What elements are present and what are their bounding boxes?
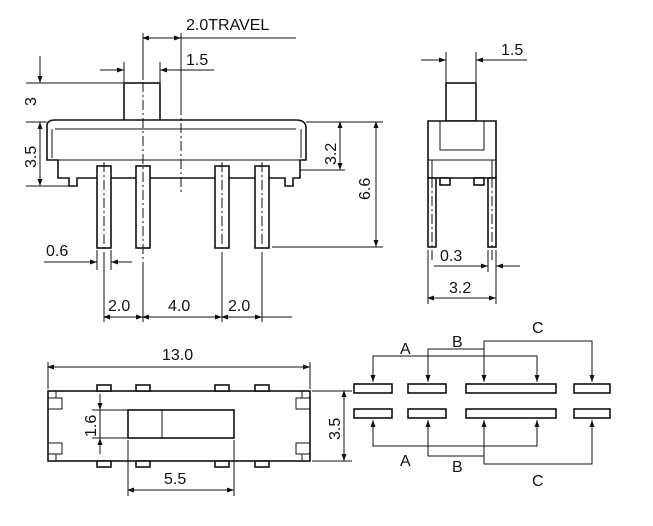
label-c-top: C <box>532 320 544 337</box>
side-actuator <box>445 82 477 122</box>
dim-actuator-width-front: 1.5 <box>186 52 208 69</box>
dim-pin-height: 3.2 <box>323 143 340 165</box>
circuit-diagram: A B C A B C <box>353 320 611 490</box>
label-c-bottom: C <box>532 473 544 490</box>
dim-pitch-left: 2.0 <box>108 298 130 315</box>
dim-total-height: 6.6 <box>357 178 374 200</box>
front-view: 2.0TRAVEL 1.5 3 3.5 3.2 6.6 0.6 <box>23 17 383 322</box>
dim-travel: 2.0TRAVEL <box>186 17 269 34</box>
front-actuator <box>123 82 161 125</box>
dim-actuator-window-length: 5.5 <box>164 471 186 488</box>
label-b-bottom: B <box>452 459 463 476</box>
pad-1-top <box>353 383 393 394</box>
pad-2-bottom <box>407 408 447 419</box>
side-view: 1.5 0.3 3.2 <box>421 42 527 304</box>
dim-length: 13.0 <box>162 347 193 364</box>
dim-actuator-height: 3 <box>23 97 40 106</box>
pad-4-top <box>573 383 611 394</box>
dim-body-width-top: 3.5 <box>327 418 344 440</box>
dim-pin-thickness-side: 0.3 <box>440 248 462 265</box>
dim-pitch-right: 2.0 <box>228 298 250 315</box>
pad-3-top <box>465 383 557 394</box>
dim-pitch-mid: 4.0 <box>168 298 190 315</box>
pad-2-top <box>407 383 447 394</box>
dim-body-height: 3.5 <box>23 146 40 168</box>
label-a-top: A <box>400 341 411 358</box>
dim-actuator-window-height: 1.6 <box>83 415 100 437</box>
dim-side-width: 3.2 <box>449 280 471 297</box>
dim-pin-width: 0.6 <box>46 243 68 260</box>
pad-3-bottom <box>465 408 557 419</box>
top-view: 13.0 1.6 3.5 5.5 <box>47 347 352 496</box>
pad-1-bottom <box>353 408 393 419</box>
label-b-top: B <box>452 334 463 351</box>
top-actuator-window <box>127 409 235 439</box>
pad-4-bottom <box>573 408 611 419</box>
label-a-bottom: A <box>400 453 411 470</box>
dim-actuator-width-side: 1.5 <box>501 42 523 59</box>
